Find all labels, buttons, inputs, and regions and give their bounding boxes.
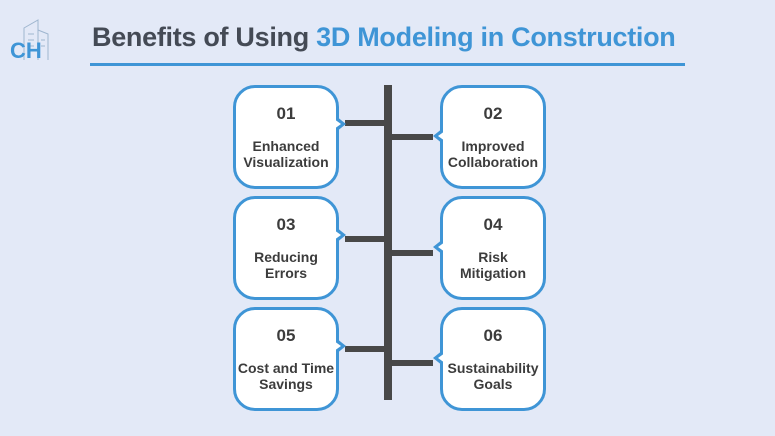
benefit-label: Sustainability Goals (447, 360, 539, 392)
logo-letters: CH (10, 38, 42, 63)
pointer-notch (334, 338, 346, 354)
benefit-number: 06 (483, 326, 503, 345)
title-text: Benefits of Using (92, 22, 317, 52)
title-underline (90, 63, 685, 66)
timeline-spine (384, 85, 392, 400)
benefit-card-06: 06 Sustainability Goals (433, 307, 546, 411)
title-highlight: 3D Modeling in Construction (316, 22, 676, 52)
benefit-number: 02 (483, 104, 503, 123)
benefit-number: 05 (276, 326, 296, 345)
benefit-card-03: 03 Reducing Errors (233, 196, 346, 300)
pointer-notch (334, 227, 346, 243)
benefit-label: Enhanced Visualization (243, 138, 329, 170)
benefit-number: 01 (276, 104, 296, 123)
connector-03 (345, 236, 387, 242)
benefit-label: Reducing Errors (254, 249, 318, 281)
benefit-number: 03 (276, 215, 296, 234)
page-title: Benefits of Using 3D Modeling in Constru… (92, 22, 676, 53)
connector-02 (388, 134, 433, 140)
connector-04 (388, 250, 433, 256)
benefit-card-02: 02 Improved Collaboration (433, 85, 546, 189)
benefit-card-04: 04 Risk Mitigation (433, 196, 546, 300)
benefit-card-05: 05 Cost and Time Savings (233, 307, 346, 411)
pointer-notch (334, 116, 346, 132)
pointer-notch (433, 350, 445, 366)
pointer-notch (433, 128, 445, 144)
pointer-notch (433, 239, 445, 255)
benefit-card-01: 01 Enhanced Visualization (233, 85, 346, 189)
benefit-label: Cost and Time Savings (237, 360, 335, 392)
connector-01 (345, 120, 387, 126)
company-logo: CH (10, 19, 49, 63)
connector-05 (345, 346, 387, 352)
benefit-label: Risk Mitigation (459, 249, 527, 281)
benefit-number: 04 (483, 215, 503, 234)
connector-06 (388, 360, 433, 366)
building-outline-icon (23, 19, 49, 60)
benefit-label: Improved Collaboration (447, 138, 539, 170)
